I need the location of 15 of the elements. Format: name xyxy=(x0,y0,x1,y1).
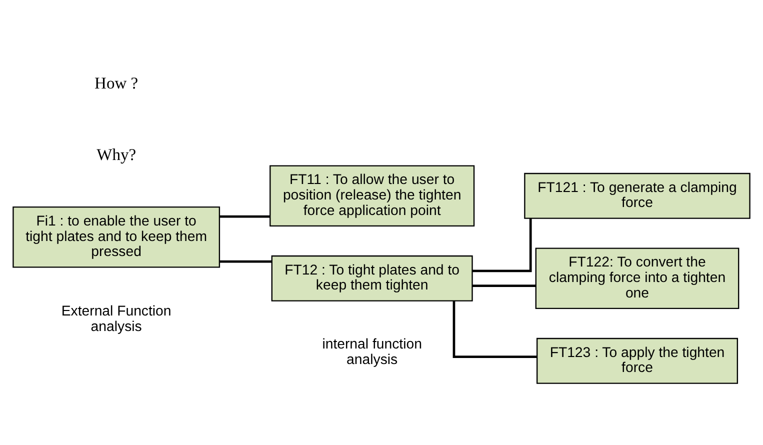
label: External Function analysis xyxy=(61,302,172,334)
node-box: Fi1 : to enable the user to tight plates and to keep them pressed xyxy=(12,206,220,268)
connector xyxy=(472,218,532,272)
connector xyxy=(472,284,536,287)
connector xyxy=(452,300,538,358)
node-box: FT121 : To generate a clamping force xyxy=(524,172,750,218)
node-box: FT123 : To apply the tighten force xyxy=(536,337,738,384)
connector xyxy=(220,214,270,218)
label: internal function analysis xyxy=(322,335,422,366)
node-box: FT122: To convert the clamping force into a tighten one xyxy=(535,247,740,309)
node-box: FT12 : To tight plates and to keep them tighten xyxy=(271,254,473,301)
label: Why? xyxy=(96,144,136,164)
connector xyxy=(220,260,272,262)
label: How ? xyxy=(94,72,138,92)
node-box: FT11 : To allow the user to position (release) the tighten force application point xyxy=(270,164,475,226)
